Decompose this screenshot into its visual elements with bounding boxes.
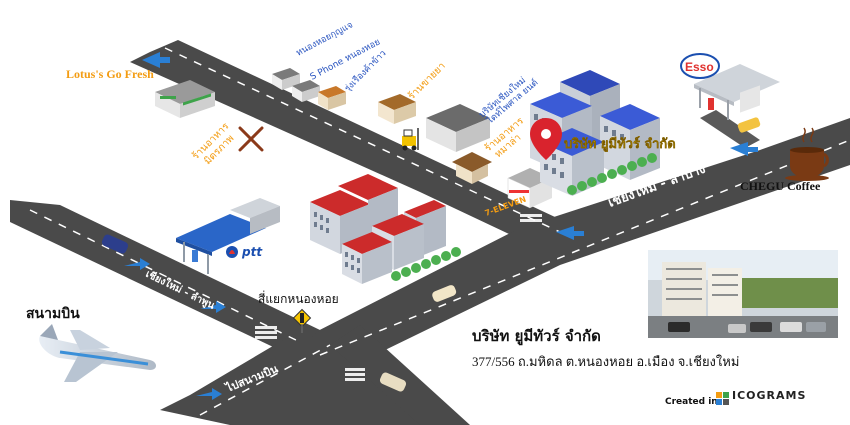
pharmacy-building <box>378 94 416 124</box>
lotus-store-icon <box>155 80 215 118</box>
chegu-label: CHEGU Coffee <box>740 179 821 193</box>
traffic-light-icon <box>292 308 312 333</box>
restaurant-mitrapap: ร้านอาหาร มิตรภาพ <box>190 120 237 167</box>
residential-buildings <box>310 174 446 284</box>
intersection-label: สี่แยกหนองหอย <box>258 290 339 306</box>
forklift-icon <box>402 128 419 151</box>
warehouse-building <box>426 104 490 152</box>
mala-restaurant-building <box>452 152 492 184</box>
shop-sphone <box>292 80 320 102</box>
building-photo <box>648 250 838 338</box>
coffee-cup-icon <box>785 127 829 181</box>
car-white-mid <box>432 285 457 302</box>
ptt-station <box>176 198 280 274</box>
seven-eleven-store <box>507 168 552 209</box>
trees-residential <box>391 247 461 281</box>
car-blue-left <box>101 234 129 254</box>
road-arrows <box>124 52 758 400</box>
road-lower-right <box>330 325 470 425</box>
address-line: 377/556 ถ.มหิดล ต.หนองหอย อ.เมือง จ.เชีย… <box>472 354 739 369</box>
airplane-icon <box>39 324 156 382</box>
svg-text:ptt: ptt <box>241 245 263 259</box>
road-main <box>300 118 850 372</box>
trees-company <box>567 153 657 195</box>
pin-label: บริษัท ยูมีทัวร์ จำกัด <box>564 136 676 152</box>
road-network <box>10 40 850 425</box>
ptt-logo-icon: ptt <box>226 245 263 259</box>
created-in-label: Created in <box>665 397 718 407</box>
nonghoi-label: หนองหอยกุญแจ <box>295 20 355 58</box>
esso-station <box>694 64 780 120</box>
address-company: บริษัท ยูมีทัวร์ จำกัด <box>472 327 601 346</box>
road-upper <box>130 40 600 258</box>
road-airport <box>160 330 460 425</box>
car-white-bottom <box>379 372 407 392</box>
icograms-logo-icon <box>716 392 729 405</box>
fork-knife-icon <box>238 126 264 152</box>
shop-nonghoi <box>272 68 300 90</box>
shop-rungrueang <box>318 86 346 110</box>
road-side-esso <box>700 110 760 148</box>
svg-text:Esso: Esso <box>685 60 714 74</box>
esso-logo-icon: Esso <box>680 53 720 79</box>
pharmacy-label: ร้านขายยา <box>406 60 448 102</box>
airport-label: สนามบิน <box>26 306 80 322</box>
location-pin-icon <box>530 118 562 160</box>
icograms-brand: ICOGRAMS <box>732 389 806 402</box>
lotus-label: Lotus's Go Fresh <box>66 67 154 81</box>
car-yellow-top <box>737 117 761 133</box>
